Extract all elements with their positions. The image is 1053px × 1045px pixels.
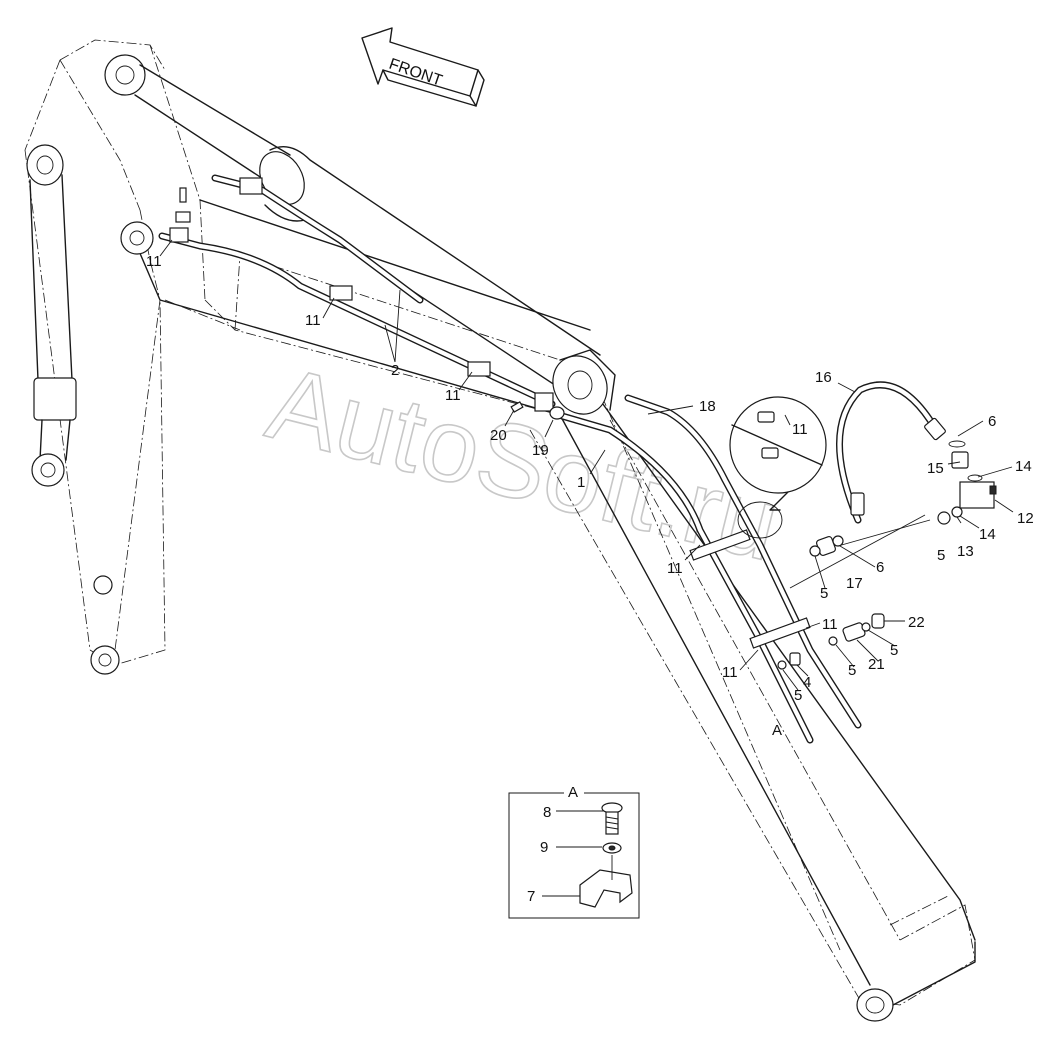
callout-6: 6 — [876, 559, 884, 576]
leader-lines — [159, 239, 1014, 691]
clamp — [749, 617, 811, 649]
boom-outline — [24, 39, 976, 1006]
callout-6: 6 — [988, 413, 996, 430]
detail-label-9: 9 — [540, 839, 548, 856]
callout-2: 2 — [391, 362, 399, 379]
clamp-set — [169, 177, 811, 649]
plug-4 — [789, 652, 801, 666]
callout-18: 18 — [699, 398, 716, 415]
callout-5: 5 — [820, 585, 828, 602]
hose-16 — [836, 381, 946, 524]
callout-1: 1 — [577, 474, 585, 491]
detail-a-title: A — [568, 784, 578, 801]
fittings — [777, 440, 997, 670]
clamp-7 — [579, 869, 633, 908]
detail-label-8: 8 — [543, 804, 551, 821]
callout-20: 20 — [490, 427, 507, 444]
callout-5: 5 — [794, 687, 802, 704]
callout-labels: 11 11 2 11 20 19 1 18 11 16 6 15 14 12 5… — [146, 253, 1034, 739]
callout-11: 11 — [792, 421, 808, 438]
arm-link — [26, 144, 120, 675]
clamp-detail-bubble — [729, 396, 827, 539]
callout-11: 11 — [722, 664, 738, 681]
callout-5: 5 — [890, 642, 898, 659]
callout-17: 17 — [846, 575, 863, 592]
bolt — [179, 187, 187, 203]
callout-11: 11 — [667, 560, 683, 577]
plug-22 — [871, 613, 885, 629]
clamp — [175, 211, 191, 223]
callout-5: 5 — [848, 662, 856, 679]
clamp — [534, 392, 554, 412]
plug-20 — [510, 401, 524, 413]
boom-foot-pin — [856, 988, 894, 1022]
pipe-18 — [624, 394, 862, 729]
detail-a-inset: A 8 9 7 — [508, 784, 640, 919]
callout-a: A — [772, 722, 782, 739]
clamp — [467, 361, 491, 377]
callout-11: 11 — [305, 312, 321, 329]
callout-11: 11 — [146, 253, 162, 270]
callout-22: 22 — [908, 614, 925, 631]
clamp — [239, 177, 263, 195]
clamp — [169, 227, 189, 243]
adapter-15 — [951, 451, 969, 469]
callout-14: 14 — [979, 526, 996, 543]
callout-4: 4 — [803, 674, 811, 691]
detail-label-7: 7 — [527, 888, 535, 905]
callout-5: 5 — [937, 547, 945, 564]
callout-15: 15 — [927, 460, 944, 477]
callout-16: 16 — [815, 369, 832, 386]
front-label: FRONT — [387, 56, 445, 90]
arm-pin-lower — [31, 453, 65, 487]
callout-11: 11 — [445, 387, 461, 404]
callout-21: 21 — [868, 656, 885, 673]
callout-11: 11 — [822, 616, 838, 633]
pipe-1 — [558, 412, 814, 744]
clamp — [329, 285, 353, 301]
o-ring-19 — [549, 406, 565, 420]
callout-19: 19 — [532, 442, 549, 459]
block-12 — [959, 481, 995, 509]
arm-pin-upper — [26, 144, 64, 186]
callout-14: 14 — [1015, 458, 1032, 475]
front-arrow: FRONT — [361, 27, 485, 107]
callout-13: 13 — [957, 543, 974, 560]
pipe-2 — [158, 174, 556, 408]
callout-12: 12 — [1017, 510, 1034, 527]
